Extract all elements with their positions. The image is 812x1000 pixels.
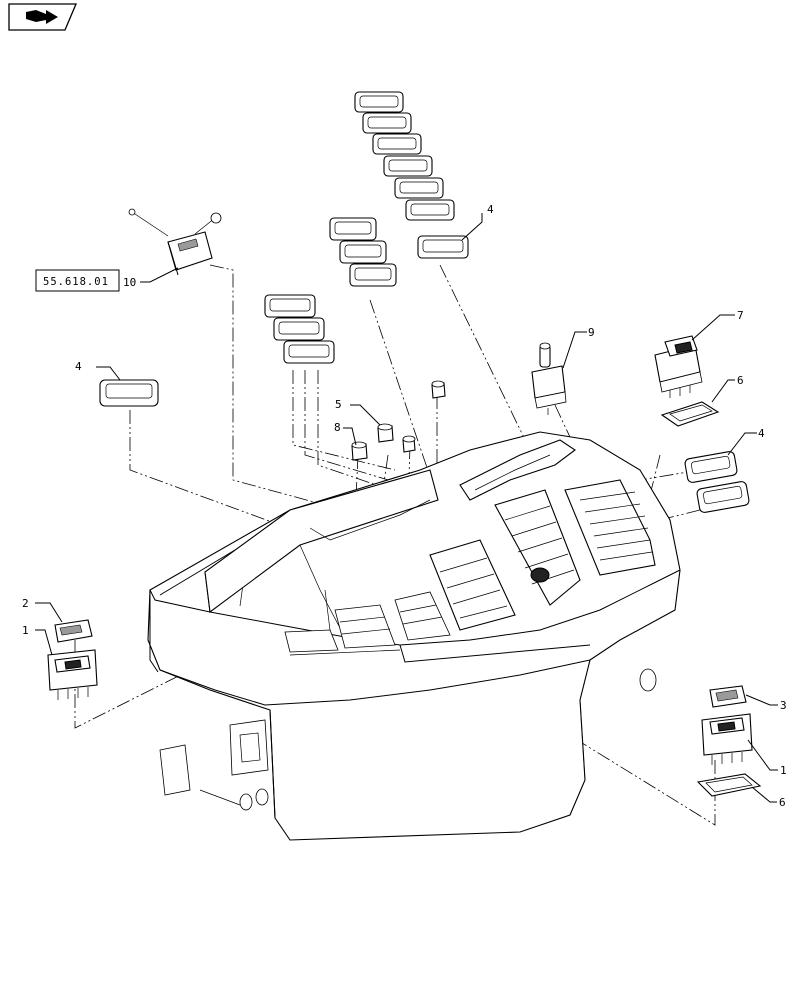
button-caps-right (684, 451, 750, 513)
callout-6-bottom: 6 (779, 796, 786, 809)
toggle-switch (531, 342, 567, 415)
rocker-switch-right-bottom (701, 685, 753, 765)
callout-4-right: 4 (758, 427, 765, 440)
leader-lines (35, 213, 778, 803)
micro-switch (128, 208, 222, 276)
bezel-right-bottom (696, 773, 762, 797)
back-arrow-icon[interactable] (8, 3, 77, 31)
callout-4-top: 4 (487, 203, 494, 216)
bezel-right-top (660, 401, 720, 427)
callout-labels: 10 4 4 9 7 6 5 8 4 2 1 3 1 6 (22, 203, 787, 809)
callout-10: 10 (123, 276, 136, 289)
button-caps-column-right (354, 91, 469, 259)
callout-6-top: 6 (737, 374, 744, 387)
callout-9: 9 (588, 326, 595, 339)
callout-5: 5 (335, 398, 342, 411)
callout-8: 8 (334, 421, 341, 434)
button-cap-single-left (99, 379, 159, 407)
callout-3: 3 (780, 699, 787, 712)
reference-code: 55.618.01 (43, 276, 109, 288)
plugs (351, 380, 446, 461)
rocker-switch-right-top (654, 335, 703, 398)
console-housing (147, 431, 681, 841)
callout-2: 2 (22, 597, 29, 610)
callout-1-left: 1 (22, 624, 29, 637)
callout-4-left: 4 (75, 360, 82, 373)
button-caps-column-left (264, 294, 335, 364)
button-caps-column-middle (329, 217, 397, 287)
reference-box[interactable]: 55.618.01 (35, 269, 120, 292)
callout-7: 7 (737, 309, 744, 322)
callout-1-right: 1 (780, 764, 787, 777)
rocker-switch-left (47, 619, 98, 700)
